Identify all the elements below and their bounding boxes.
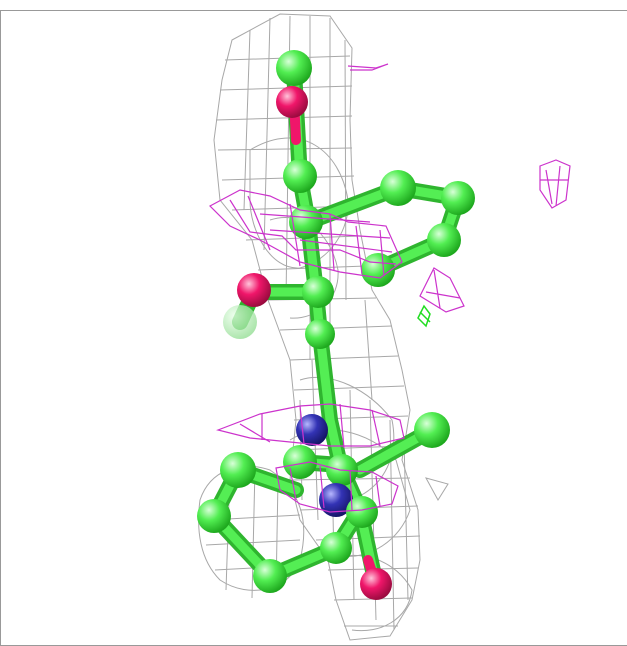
- nitrogen-atom: [296, 414, 328, 446]
- nitrogen-atom: [319, 483, 353, 517]
- green-mesh-fragment: [417, 304, 431, 328]
- carbon-atom: [346, 496, 378, 528]
- oxygen-atom: [360, 568, 392, 600]
- atom-spheres: [197, 50, 475, 600]
- oxygen-atom: [237, 273, 271, 307]
- carbon-atom: [276, 50, 312, 86]
- carbon-atom: [380, 170, 416, 206]
- carbon-atom: [414, 412, 450, 448]
- carbon-atom: [305, 319, 335, 349]
- carbon-atom: [220, 452, 256, 488]
- carbon-atom: [427, 223, 461, 257]
- carbon-atom: [441, 181, 475, 215]
- carbon-atom: [289, 205, 323, 239]
- carbon-atom: [302, 276, 334, 308]
- carbon-atom: [320, 532, 352, 564]
- carbon-atom: [361, 253, 395, 287]
- carbon-atom: [283, 159, 317, 193]
- carbon-atom: [197, 499, 231, 533]
- faded-carbon-atom: [223, 305, 257, 339]
- oxygen-atom: [276, 86, 308, 118]
- carbon-atom: [283, 445, 317, 479]
- difference-mesh: [209, 63, 571, 513]
- carbon-atom: [253, 559, 287, 593]
